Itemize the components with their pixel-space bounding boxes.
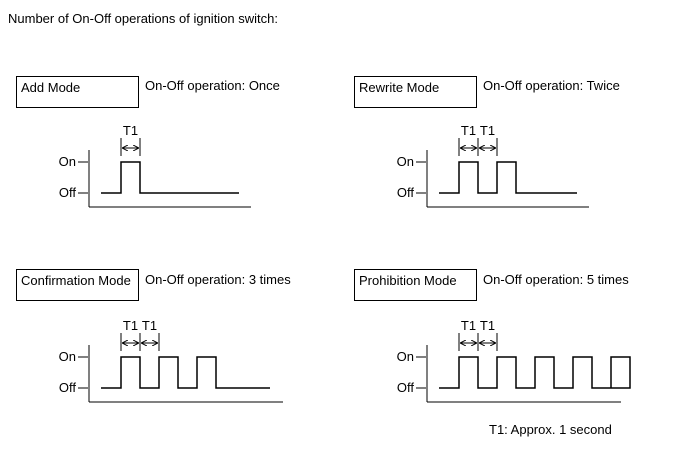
rewrite-off-label: Off (397, 185, 414, 200)
prohibition-mode-operation: On-Off operation: 5 times (483, 272, 629, 287)
prohibition-mode-label: Prohibition Mode (359, 273, 457, 288)
rewrite-t1-label: T1 (461, 123, 476, 138)
prohibition-t1-label: T1 (480, 318, 495, 333)
prohibition-pulse-waveform (439, 356, 631, 389)
rewrite-mode-operation: On-Off operation: Twice (483, 78, 620, 93)
confirmation-mode-operation: On-Off operation: 3 times (145, 272, 291, 287)
add-t1-label: T1 (123, 123, 138, 138)
rewrite-mode-label: Rewrite Mode (359, 80, 440, 95)
confirmation-t1-label: T1 (123, 318, 138, 333)
confirmation-pulse-waveform (101, 356, 270, 389)
prohibition-t1-label: T1 (461, 318, 476, 333)
confirmation-off-label: Off (59, 380, 76, 395)
confirmation-on-label: On (59, 349, 76, 364)
rewrite-pulse-waveform (439, 161, 577, 194)
prohibition-off-label: Off (397, 380, 414, 395)
prohibition-mode-box: Prohibition Mode (354, 269, 477, 301)
prohibition-on-label: On (397, 349, 414, 364)
rewrite-t1-label: T1 (480, 123, 495, 138)
add-on-label: On (59, 154, 76, 169)
t1-footnote: T1: Approx. 1 second (489, 422, 612, 437)
add-off-label: Off (59, 185, 76, 200)
diagram-title: Number of On-Off operations of ignition … (8, 11, 278, 26)
add-mode-box: Add Mode (16, 76, 139, 108)
confirmation-mode-label: Confirmation Mode (21, 273, 131, 288)
add-mode-operation: On-Off operation: Once (145, 78, 280, 93)
add-pulse-waveform (101, 161, 239, 194)
rewrite-on-label: On (397, 154, 414, 169)
rewrite-mode-box: Rewrite Mode (354, 76, 477, 108)
confirmation-mode-box: Confirmation Mode (16, 269, 139, 301)
confirmation-t1-label: T1 (142, 318, 157, 333)
add-mode-label: Add Mode (21, 80, 81, 95)
